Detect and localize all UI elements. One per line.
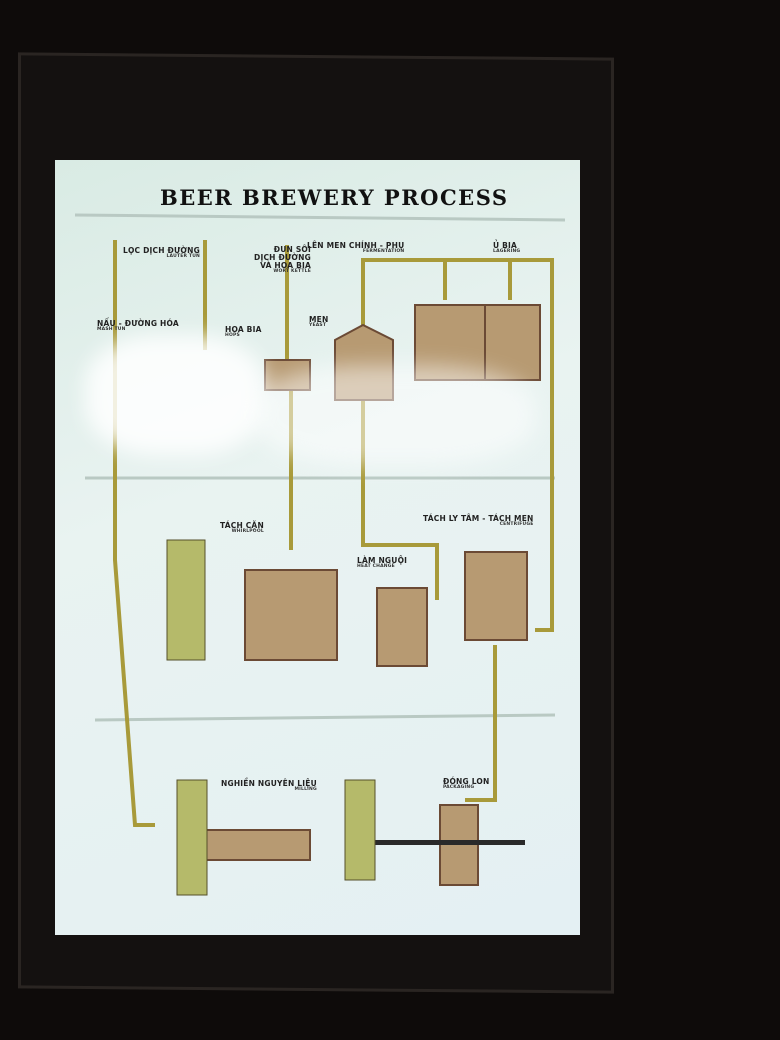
step-sub: WORT KETTLE (273, 268, 311, 274)
step-sub: MASH TUN (97, 326, 126, 332)
step-sub: HEAT CHANGE (357, 563, 395, 569)
step-name: ĐUN SÔI DỊCH ĐƯỜNG VÀ HOA BIA (254, 245, 311, 270)
step-name: MEN (309, 315, 329, 324)
step-name: NẤU - ĐƯỜNG HÓA (97, 319, 179, 328)
step-name: HOA BIA (225, 325, 262, 334)
step-sub: CENTRIFUGE (499, 521, 534, 527)
step-sub: HOPS (225, 332, 240, 338)
step-name: ĐÓNG LON (443, 777, 490, 786)
step-name: TÁCH CẶN (220, 521, 264, 530)
step-name: NGHIỀN NGUYÊN LIỆU (221, 779, 317, 788)
step-sub: LAUTER TUN (166, 253, 201, 259)
step-name: TÁCH LY TÂM - TÁCH MEN (423, 514, 534, 523)
step-name: LÊN MEN CHÍNH - PHỤ (307, 241, 405, 250)
step-name: Ủ BIA (493, 241, 518, 250)
step-sub: MILLING (294, 786, 317, 792)
step-sub: PACKAGING (443, 784, 475, 790)
process-illustration (74, 213, 566, 896)
step-sub: FERMENTATION (362, 248, 405, 254)
step-sub: LAGERING (493, 248, 521, 254)
step-name: LÀM NGUỘI (357, 556, 408, 565)
poster-title: BEER BREWERY PROCESS (160, 185, 509, 210)
step-sub: WHIRLPOOL (231, 528, 264, 534)
step-sub: YEAST (309, 322, 327, 328)
workers (166, 539, 376, 896)
step-name: LỌC DỊCH ĐƯỜNG (123, 246, 201, 255)
